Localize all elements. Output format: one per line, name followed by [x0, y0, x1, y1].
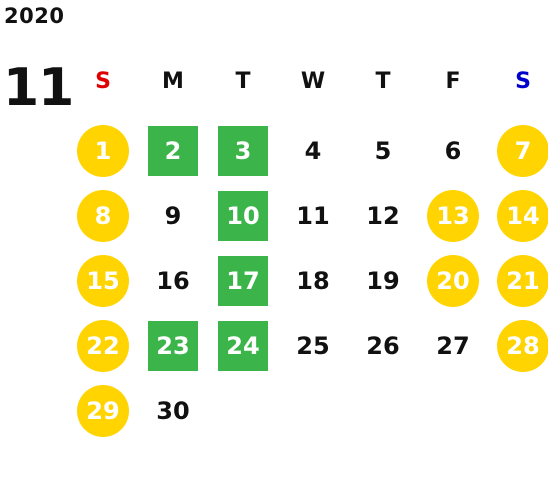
day-number: 10: [218, 190, 268, 241]
day-number: 14: [497, 189, 548, 242]
day-cell[interactable]: 3: [208, 118, 278, 183]
day-number: 28: [497, 319, 548, 372]
day-number: 4: [304, 136, 322, 165]
day-number: 17: [218, 255, 268, 306]
day-cell[interactable]: 17: [208, 248, 278, 313]
day-number: 16: [156, 266, 190, 295]
weekday-header-friday: F: [445, 68, 461, 94]
day-cell[interactable]: 1: [68, 118, 138, 183]
day-number: 22: [77, 319, 129, 372]
day-number: 27: [436, 331, 470, 360]
day-number: 8: [77, 189, 129, 242]
weekday-header-tuesday: T: [235, 68, 251, 94]
month-label: 11: [3, 58, 74, 118]
day-cell[interactable]: 5: [348, 118, 418, 183]
calendar-grid: S M T W T F S 1 2 3 4 5 6 7 8 9 10 11 12…: [68, 58, 548, 478]
day-cell[interactable]: 16: [138, 248, 208, 313]
day-cell[interactable]: 26: [348, 313, 418, 378]
day-cell[interactable]: 4: [278, 118, 348, 183]
day-number: 9: [164, 201, 182, 230]
day-cell[interactable]: 27: [418, 313, 488, 378]
day-number: 23: [148, 320, 198, 371]
day-number: 3: [218, 125, 268, 176]
weekday-header-thursday: T: [375, 68, 391, 94]
day-cell[interactable]: 30: [138, 378, 208, 443]
day-cell[interactable]: 13: [418, 183, 488, 248]
day-number: 6: [444, 136, 462, 165]
day-number: 13: [427, 189, 479, 242]
day-cell[interactable]: 19: [348, 248, 418, 313]
weekday-header-wednesday: W: [300, 68, 326, 94]
day-number: 1: [77, 124, 129, 177]
day-cell[interactable]: 6: [418, 118, 488, 183]
day-number: 24: [218, 320, 268, 371]
day-number: 18: [296, 266, 330, 295]
day-number: 25: [296, 331, 330, 360]
day-cell[interactable]: 22: [68, 313, 138, 378]
day-cell[interactable]: 28: [488, 313, 548, 378]
day-cell[interactable]: 2: [138, 118, 208, 183]
weekday-header-monday: M: [162, 68, 184, 94]
day-cell[interactable]: 11: [278, 183, 348, 248]
day-cell[interactable]: 23: [138, 313, 208, 378]
day-number: 29: [77, 384, 129, 437]
day-cell[interactable]: 10: [208, 183, 278, 248]
day-number: 12: [366, 201, 400, 230]
weekday-header-saturday: S: [515, 68, 531, 94]
day-number: 5: [374, 136, 392, 165]
day-cell[interactable]: 18: [278, 248, 348, 313]
day-cell[interactable]: 15: [68, 248, 138, 313]
day-number: 21: [497, 254, 548, 307]
day-number: 2: [148, 125, 198, 176]
day-cell[interactable]: 7: [488, 118, 548, 183]
day-cell[interactable]: 8: [68, 183, 138, 248]
day-number: 20: [427, 254, 479, 307]
day-cell[interactable]: 24: [208, 313, 278, 378]
day-number: 19: [366, 266, 400, 295]
year-label: 2020: [4, 4, 65, 28]
day-cell[interactable]: 9: [138, 183, 208, 248]
weekday-header-sunday: S: [95, 68, 111, 94]
day-cell[interactable]: 20: [418, 248, 488, 313]
day-number: 30: [156, 396, 190, 425]
day-cell[interactable]: 21: [488, 248, 548, 313]
day-number: 15: [77, 254, 129, 307]
day-number: 7: [497, 124, 548, 177]
day-cell[interactable]: 29: [68, 378, 138, 443]
day-number: 11: [296, 201, 330, 230]
day-cell[interactable]: 25: [278, 313, 348, 378]
day-cell[interactable]: 12: [348, 183, 418, 248]
day-cell[interactable]: 14: [488, 183, 548, 248]
day-number: 26: [366, 331, 400, 360]
